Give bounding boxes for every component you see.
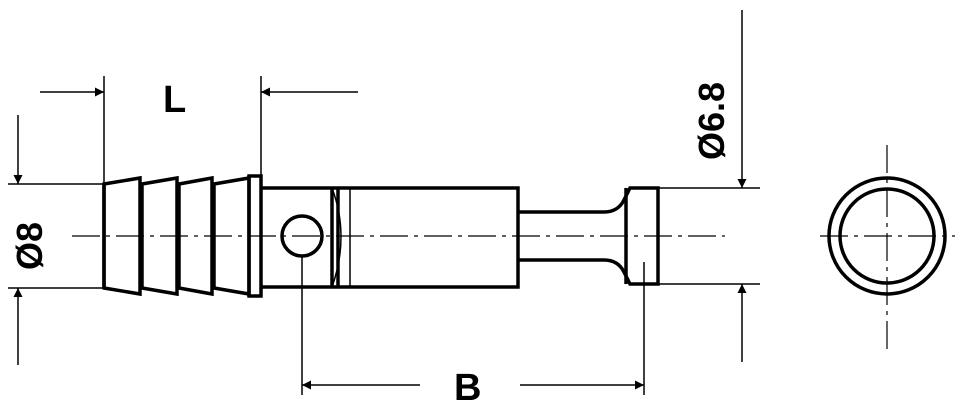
end-view — [820, 145, 955, 350]
cylinder-body — [261, 186, 520, 289]
flange — [247, 174, 263, 298]
length-label: L — [163, 79, 186, 121]
offset-label: B — [454, 367, 481, 408]
neck-head — [518, 186, 660, 286]
dimension-diameter-body: Ø8 — [8, 115, 104, 365]
dimension-l: L — [40, 76, 358, 184]
dimension-b: B — [301, 256, 645, 408]
diameter-body-label: Ø8 — [9, 222, 50, 270]
dimension-diameter-head: Ø6.8 — [658, 10, 760, 362]
diameter-head-label: Ø6.8 — [691, 82, 732, 160]
